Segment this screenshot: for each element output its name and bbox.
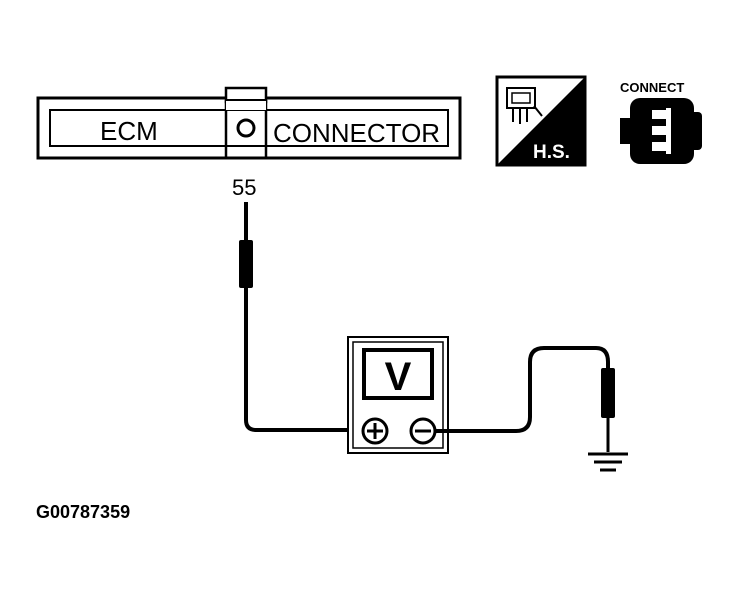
voltmeter-display: [362, 348, 434, 400]
negative-probe-tip: [601, 368, 615, 418]
ground-icon: [588, 452, 628, 472]
connector-pin-terminal: [236, 118, 256, 138]
ecm-connector: ECM CONNECTOR: [36, 86, 462, 160]
connector-left-label: ECM: [100, 116, 158, 146]
voltmeter: V: [347, 336, 449, 454]
connect-badge: CONNECT: [620, 80, 702, 164]
positive-probe: [239, 202, 253, 288]
connect-label: CONNECT: [620, 80, 684, 95]
figure-code: G00787359: [36, 502, 130, 522]
negative-lead-wire: [436, 346, 610, 433]
harness-side-badge: H.S.: [495, 75, 587, 167]
negative-terminal-icon: [409, 417, 437, 445]
plug-connector-icon: [620, 98, 702, 164]
voltmeter-unit-label: V: [385, 355, 412, 399]
harness-connector-icon: [506, 87, 543, 124]
positive-lead-wire: [244, 288, 360, 432]
connector-right-label: CONNECTOR: [273, 118, 440, 148]
positive-terminal-icon: [361, 417, 389, 445]
harness-side-label: H.S.: [533, 142, 570, 163]
positive-probe-tip: [239, 240, 253, 288]
negative-probe: [601, 368, 615, 452]
pin-number-label: 55: [232, 175, 256, 200]
